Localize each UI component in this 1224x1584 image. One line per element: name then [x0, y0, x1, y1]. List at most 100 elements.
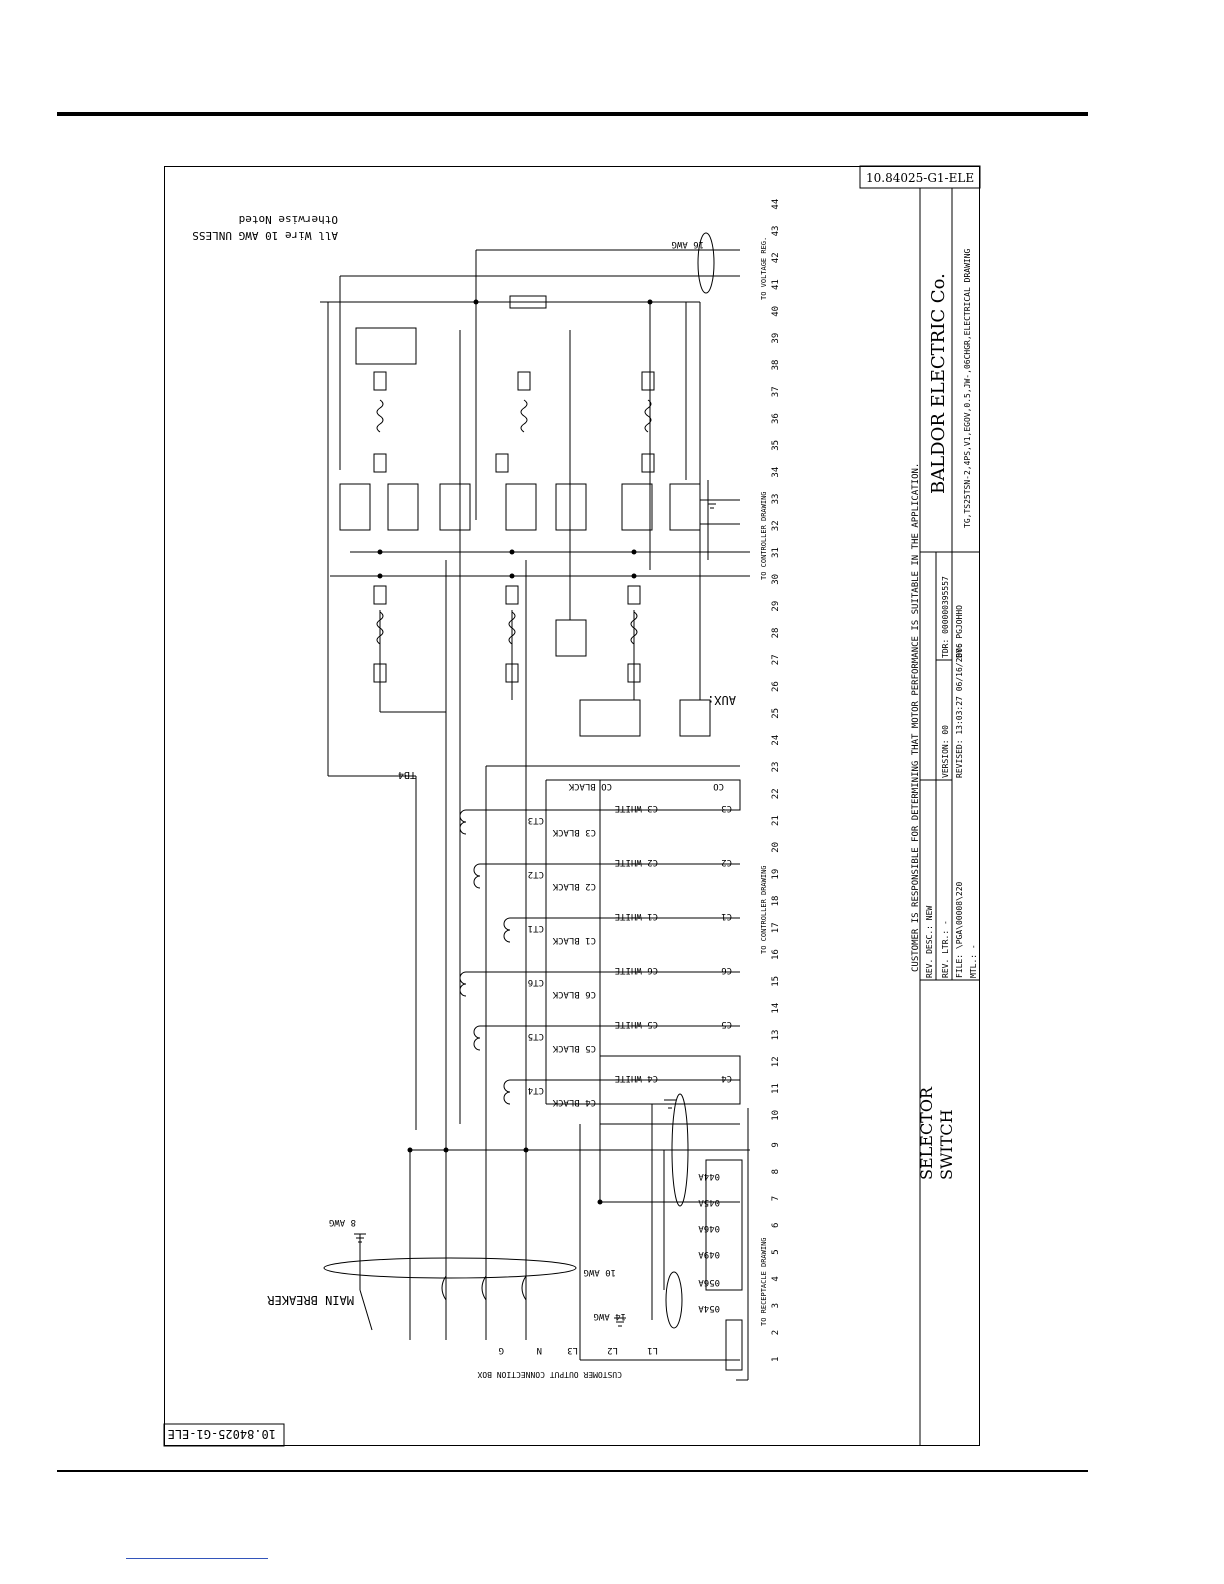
customer-box-label: CUSTOMER OUTPUT CONNECTION BOX — [477, 1370, 622, 1379]
terminal-number: 16 — [771, 949, 781, 960]
company-name: BALDOR ELECTRIC Co. — [928, 273, 949, 494]
terminal-number: 15 — [771, 976, 781, 987]
terminal-number: 40 — [771, 306, 781, 317]
selector-switch-contacts — [339, 327, 711, 737]
terminal-number: 3 — [771, 1303, 781, 1308]
ct-label-group: C4 BLACK C4 WHITE CT4 C4 C5 BLACK C5 WHITE CT5… — [528, 803, 732, 1107]
terminal-number: 17 — [771, 922, 781, 933]
footer-rule — [57, 1470, 1088, 1472]
co-terminal: CO — [713, 781, 724, 791]
terminal-number-strip: 1234567891011121314151617181920212223242… — [771, 199, 781, 1362]
receptacle-wire-label: 054A — [698, 1303, 720, 1313]
terminal-number: 9 — [771, 1142, 781, 1147]
edge-label-voltage-reg: TO VOLTAGE REG. — [760, 237, 768, 300]
terminal-number: 13 — [771, 1030, 781, 1041]
ct-black-label: C1 BLACK — [552, 935, 596, 945]
gauge-8awg: 8 AWG — [329, 1217, 356, 1227]
drawing-description: TG,TS25TSN-2,4PS,V1,EGOV,0.5,JW-,06CHGR,… — [963, 248, 972, 528]
terminal-number: 41 — [771, 279, 781, 290]
ct-name-label: CT1 — [528, 923, 544, 933]
ct-white-label: C2 WHITE — [615, 857, 658, 867]
ct-name-label: CT6 — [528, 977, 544, 987]
selector-switch-line2: SWITCH — [937, 1109, 956, 1180]
terminal-number: 39 — [771, 333, 781, 344]
ct-name-label: CT3 — [528, 815, 544, 825]
ct-white-label: C6 WHITE — [615, 965, 658, 975]
ct-black-label: C3 BLACK — [552, 827, 596, 837]
terminal-number: 34 — [771, 467, 781, 478]
rev-desc: REV. DESC.: NEW — [925, 906, 934, 978]
terminal-number: 28 — [771, 628, 781, 639]
aux-label: AUX: — [707, 693, 736, 707]
mtl: MTL.: - — [969, 944, 978, 978]
terminal-number: 43 — [771, 226, 781, 237]
terminal-number: 4 — [771, 1276, 781, 1281]
terminal-number: 29 — [771, 601, 781, 612]
phase-n: N — [537, 1345, 542, 1355]
ct-black-label: C6 BLACK — [552, 989, 596, 999]
file-path: FILE: \PGA\00008\220 — [955, 881, 964, 978]
rev-ltr: REV. LTR.: - — [941, 920, 950, 978]
ct-black-label: C4 BLACK — [552, 1097, 596, 1107]
terminal-number: 7 — [771, 1196, 781, 1201]
terminal-number: 26 — [771, 681, 781, 692]
phase-l3: L3 — [567, 1345, 578, 1355]
terminal-number: 36 — [771, 413, 781, 424]
terminal-number: 19 — [771, 869, 781, 880]
terminal-number: 20 — [771, 842, 781, 853]
disclaimer: CUSTOMER IS RESPONSIBLE FOR DETERMINING … — [911, 463, 921, 972]
phase-l1: L1 — [647, 1345, 658, 1355]
gauge-14awg: 14 AWG — [593, 1311, 626, 1321]
terminal-number: 8 — [771, 1169, 781, 1174]
ct-black-label: C5 BLACK — [552, 1043, 596, 1053]
terminal-number: 25 — [771, 708, 781, 719]
terminal-number: 5 — [771, 1249, 781, 1254]
ct-white-label: C4 WHITE — [615, 1073, 658, 1083]
receptacle-wire-label: 045A — [698, 1197, 720, 1207]
terminal-number: 35 — [771, 440, 781, 451]
drawing-frame — [164, 166, 980, 1446]
version: VERSION: 00 — [941, 725, 950, 778]
ct-name-label: CT5 — [528, 1031, 544, 1041]
terminal-number: 2 — [771, 1330, 781, 1335]
ct-terminal-label: C1 — [721, 911, 732, 921]
tb3-terminals — [373, 371, 655, 683]
ct-name-label: CT4 — [528, 1085, 544, 1095]
terminal-number: 37 — [771, 386, 781, 397]
drawn-by: BY: PGJOHHO — [955, 605, 964, 658]
receptacle-wire-label: 056A — [698, 1277, 720, 1287]
tb4-label: TB4 — [398, 769, 416, 780]
ct-white-label: C3 WHITE — [615, 803, 658, 813]
ct-black-label: C2 BLACK — [552, 881, 596, 891]
receptacle-wire-label: 044A — [698, 1171, 720, 1181]
ct-name-label: CT2 — [528, 869, 544, 879]
tdr: TDR: 000000395557 — [941, 576, 950, 658]
terminal-number: 22 — [771, 788, 781, 799]
ct-terminal-label: C6 — [721, 965, 732, 975]
footer-link-underline[interactable] — [126, 1558, 268, 1559]
ct-terminal-label: C2 — [721, 857, 732, 867]
wire-note-line1: All Wire 10 AWG UNLESS — [192, 229, 338, 242]
drawing-number-bottom: 10.84025-G1-ELE — [168, 1427, 276, 1441]
ct-terminal-label: C4 — [721, 1073, 732, 1083]
terminal-number: 11 — [771, 1083, 781, 1094]
co-black: CO BLACK — [568, 781, 612, 791]
revised: REVISED: 13:03:27 06/16/2006 — [955, 643, 964, 778]
terminal-number: 33 — [771, 494, 781, 505]
terminal-number: 24 — [771, 735, 781, 746]
edge-label-controller-1: TO CONTROLLER DRAWING — [760, 491, 768, 580]
receptacle-wire-label: 046A — [698, 1223, 720, 1233]
phase-l2: L2 — [607, 1345, 618, 1355]
phase-g: G — [499, 1345, 504, 1355]
ct-terminal-label: C3 — [721, 803, 732, 813]
ct-terminal-label: C5 — [721, 1019, 732, 1029]
terminal-number: 14 — [771, 1003, 781, 1014]
edge-label-controller-2: TO CONTROLLER DRAWING — [760, 865, 768, 954]
terminal-number: 23 — [771, 762, 781, 773]
terminal-number: 10 — [771, 1110, 781, 1121]
ct-white-label: C5 WHITE — [615, 1019, 658, 1029]
terminal-number: 38 — [771, 360, 781, 371]
